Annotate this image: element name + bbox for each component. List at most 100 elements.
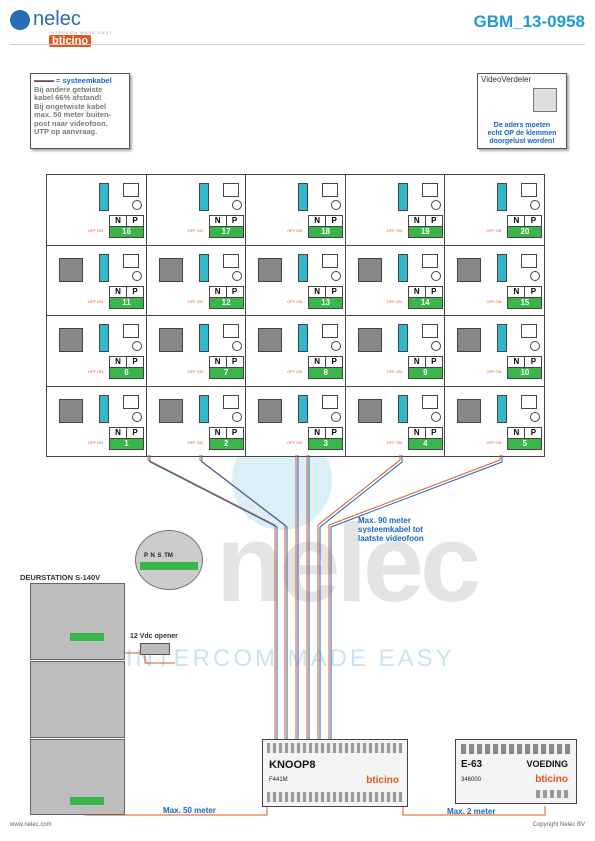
wire bbox=[330, 455, 503, 739]
terminal-block bbox=[298, 394, 309, 423]
off-on-label: OFF ON bbox=[88, 298, 104, 304]
wire bbox=[199, 455, 286, 739]
wire bbox=[149, 455, 278, 739]
crosshair-icon bbox=[530, 411, 541, 422]
splitter-box bbox=[158, 398, 183, 423]
splitter-warning-line: De aders moeten bbox=[493, 122, 551, 129]
footer-website[interactable]: www.nelec.com bbox=[10, 822, 52, 828]
col-p: P bbox=[325, 357, 342, 367]
voeding-terminals bbox=[536, 790, 570, 798]
max90-line: systeemkabel tot bbox=[358, 525, 423, 534]
col-n: N bbox=[314, 427, 321, 437]
document-id: GBM_13-0958 bbox=[473, 12, 585, 31]
col-n: N bbox=[115, 427, 121, 437]
address-number: 18 bbox=[308, 226, 344, 238]
col-p: P bbox=[325, 216, 342, 226]
cable-note-line: max. 50 meter buiten- bbox=[34, 110, 112, 119]
crosshair-icon bbox=[331, 411, 342, 422]
monitor-icon bbox=[421, 394, 438, 409]
off-on-label: OFF ON bbox=[88, 369, 104, 374]
terminal-block bbox=[99, 394, 109, 423]
off-on-label: OFF ON bbox=[287, 228, 303, 233]
col-n: N bbox=[413, 427, 420, 437]
col-n: N bbox=[314, 357, 321, 366]
monitor-icon bbox=[222, 253, 239, 268]
col-p: P bbox=[424, 286, 442, 297]
off-on-label: OFF ON bbox=[187, 298, 203, 304]
terminal-block bbox=[298, 253, 309, 282]
monitor-icon bbox=[421, 253, 438, 268]
off-on-label: OFF ON bbox=[486, 369, 502, 374]
splitter-box bbox=[457, 257, 482, 282]
terminal-block bbox=[99, 183, 109, 211]
wire bbox=[147, 455, 276, 739]
col-p: P bbox=[225, 357, 243, 367]
monitor-icon bbox=[521, 394, 538, 409]
terminal-block bbox=[298, 183, 309, 211]
door-module-top bbox=[30, 583, 125, 660]
col-n: N bbox=[214, 357, 221, 366]
col-n: N bbox=[314, 286, 321, 296]
terminal-zoom: P N S TM bbox=[135, 530, 203, 590]
address-number: 11 bbox=[109, 296, 144, 309]
splitter-box bbox=[258, 328, 283, 352]
monitor-icon bbox=[222, 324, 239, 338]
address-number: 8 bbox=[308, 367, 344, 379]
off-on-label: OFF ON bbox=[386, 298, 402, 304]
splitter-box bbox=[59, 257, 83, 282]
col-p: P bbox=[524, 427, 541, 438]
wire bbox=[201, 455, 288, 739]
header-divider bbox=[10, 44, 585, 45]
col-n: N bbox=[115, 216, 121, 225]
crosshair-icon bbox=[132, 341, 142, 351]
terminal-block bbox=[497, 253, 508, 282]
col-n: N bbox=[513, 357, 520, 366]
wire bbox=[402, 806, 546, 816]
col-p: P bbox=[524, 357, 541, 367]
terminal-strip bbox=[140, 562, 198, 570]
knoop-title: KNOOP8 bbox=[269, 759, 316, 771]
max90-line: laatste videofoon bbox=[358, 534, 424, 543]
address-number: 2 bbox=[208, 437, 244, 450]
address-number: 5 bbox=[507, 437, 543, 450]
splitter-box bbox=[357, 328, 382, 352]
knoop-terminals-top bbox=[267, 743, 403, 753]
col-n: N bbox=[115, 357, 121, 366]
col-n: N bbox=[214, 427, 221, 437]
col-p: P bbox=[524, 286, 541, 297]
off-on-label: OFF ON bbox=[386, 439, 402, 445]
splitter-box bbox=[258, 257, 283, 282]
knoop8-module: KNOOP8 F441M bticino bbox=[262, 739, 408, 807]
logo-tagline: INTERCOM MADE EASY bbox=[49, 30, 113, 35]
deurstation bbox=[30, 583, 125, 815]
monitor-icon bbox=[222, 183, 239, 197]
max90-line: Max. 90 meter bbox=[358, 516, 411, 525]
deurstation-label: DEURSTATION S-140V bbox=[20, 573, 101, 582]
terminal-labels: P N S TM bbox=[144, 553, 173, 559]
splitter-box bbox=[457, 398, 482, 423]
voeding-code: 346000 bbox=[461, 777, 482, 783]
terminal-block bbox=[99, 253, 109, 282]
crosshair-icon bbox=[132, 270, 142, 281]
col-p: P bbox=[325, 286, 342, 297]
col-n: N bbox=[314, 216, 321, 225]
crosshair-icon bbox=[430, 200, 441, 210]
address-number: 13 bbox=[308, 296, 344, 309]
address-number: 19 bbox=[407, 226, 443, 238]
col-n: N bbox=[214, 216, 221, 225]
cable-legend: = systeemkabel bbox=[34, 76, 126, 86]
crosshair-icon bbox=[331, 200, 342, 210]
crosshair-icon bbox=[430, 270, 441, 281]
crosshair-icon bbox=[430, 341, 441, 351]
terminal-block bbox=[298, 324, 309, 352]
cable-note-line: post naar videofoon. bbox=[34, 118, 108, 128]
terminal-block bbox=[198, 394, 209, 423]
col-n: N bbox=[115, 286, 121, 296]
col-p: P bbox=[126, 216, 143, 226]
terminal-block bbox=[397, 394, 408, 423]
